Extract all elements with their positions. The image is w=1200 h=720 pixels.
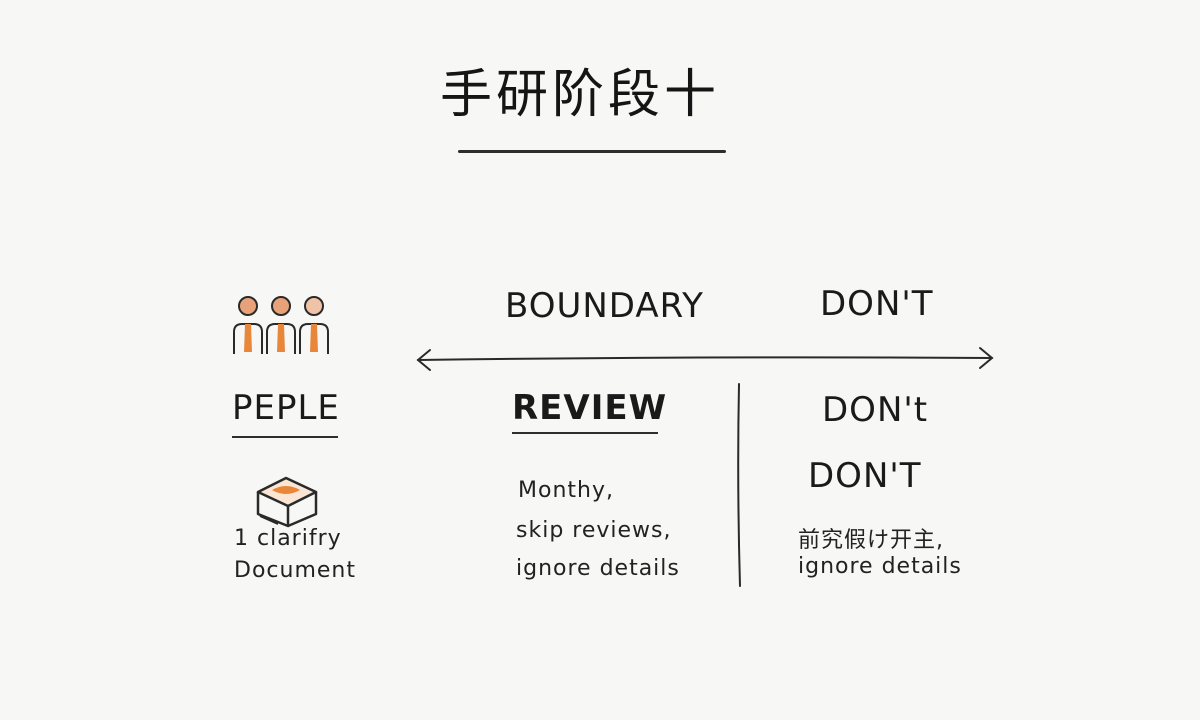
boundary-label: BOUNDARY xyxy=(505,286,704,326)
review-item: Monthy, xyxy=(518,478,614,503)
document-line-2: Document xyxy=(234,558,356,583)
dont-header: DON'T xyxy=(820,284,934,324)
review-item: ignore details xyxy=(516,556,680,581)
review-underline xyxy=(512,432,658,434)
column-divider xyxy=(737,383,741,587)
dont-item: 前究假け开主, xyxy=(798,528,944,553)
dont-item: ignore details xyxy=(798,554,962,579)
dont-label-2: DON'T xyxy=(808,456,922,496)
people-underline xyxy=(232,436,338,438)
people-icon xyxy=(233,296,329,354)
review-item: skip reviews, xyxy=(516,518,672,543)
review-label: REVIEW xyxy=(512,388,668,428)
double-arrow-icon xyxy=(416,347,994,371)
people-label: PEPLE xyxy=(232,388,340,428)
document-line-1: 1 clarifry xyxy=(234,526,342,551)
document-box-icon xyxy=(256,476,318,528)
page-title: 手研阶段十 xyxy=(440,65,721,125)
dont-label-1: DON't xyxy=(822,390,929,430)
title-underline xyxy=(458,150,726,153)
